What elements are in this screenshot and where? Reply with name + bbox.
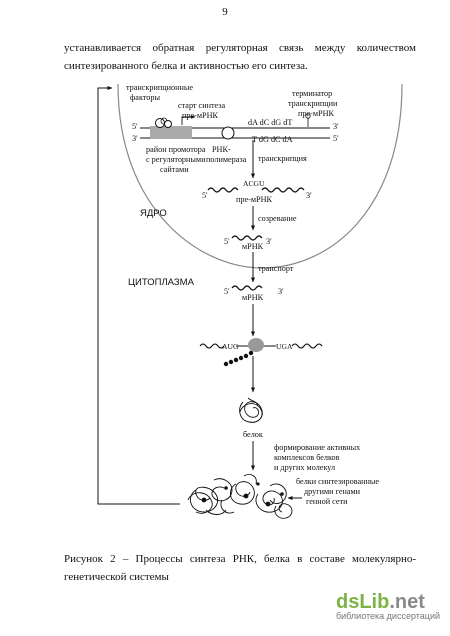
label-top-5prime: 5' [132,122,138,131]
protein-complexes-cluster [187,473,293,519]
label-acgu: ACGU [243,179,265,188]
label-terminator-2: транскрипции [288,99,338,108]
label-terminator-3: пре-мРНК [298,109,334,118]
cyto-mrna-3prime: 3' [278,287,284,296]
promoter-region [150,126,192,139]
label-protein: белок [243,430,263,439]
pre-mrna-right-wave [261,187,305,193]
label-other-genes-3: генной сети [306,497,348,506]
label-other-genes-2: другими генами [304,487,361,496]
watermark: dsLib.net библиотека диссертаций [336,591,440,621]
label-start: старт синтеза [178,101,226,110]
label-complexes-3: и других молекул [274,463,335,472]
cyto-mrna-wave [231,285,263,291]
label-other-genes: белки синтезированные [296,477,379,486]
label-promoter: район промотора [146,145,206,154]
label-transcription: транскрипция [258,154,307,163]
transcription-factor-icon [155,117,172,128]
rna-polymerase [221,126,235,140]
label-aug: AUG [222,342,239,351]
premrna-3prime: 3' [306,191,312,200]
label-complexes: формирование активных [274,443,360,452]
mrna-wave [231,235,263,241]
page-number: 9 [222,6,228,18]
label-start-2: пре-мРНК [182,111,218,120]
feedback-loop-line [97,86,180,505]
label-terminator: терминатор [292,89,332,98]
label-nucleus: ЯДРО [140,208,167,219]
premrna-5prime: 5' [202,191,208,200]
terminator-icon [305,113,311,119]
top-strand-sequence: dA dC dG dT [248,118,292,127]
bottom-strand-sequence: T dG dC dA [252,135,293,144]
label-transcription-factors-2: факторы [130,93,160,102]
label-cyto-mrna: мРНК [242,293,264,302]
label-top-3prime: 3' [333,122,339,131]
watermark-logo: dsLib.net [335,591,425,613]
polypeptide-chain [223,350,254,367]
watermark-tagline: библиотека диссертаций [335,611,440,621]
label-promoter-2: с регуляторными [146,155,206,164]
label-complexes-2: комплексов белков [274,453,340,462]
cyto-mrna-5prime: 5' [224,287,230,296]
label-bottom-3prime: 3' [132,134,138,143]
nucleus-membrane [117,83,403,269]
figure-caption-line-2: генетической системы [64,571,169,583]
pre-mrna-left-wave [207,187,239,193]
intro-line-1: устанавливается обратная регуляторная св… [64,42,416,54]
label-polymerase: РНК- [212,145,231,154]
label-uga: UGA [276,342,293,351]
label-transport: транспорт [258,264,294,273]
label-polymerase-2: полимераза [206,155,247,164]
label-promoter-3: сайтами [160,165,189,174]
label-bottom-5prime: 5' [333,134,339,143]
label-maturation: созревание [258,214,297,223]
label-cytoplasm: ЦИТОПЛАЗМА [128,277,195,288]
figure-caption-line-1: Рисунок 2 – Процессы синтеза РНК, белка … [64,553,416,565]
label-mrna: мРНК [242,242,264,251]
ribosome [248,338,264,352]
start-arrow [181,115,196,125]
label-transcription-factors: транскрипционные [126,83,193,92]
complex-markers [201,482,284,507]
mrna-5prime: 5' [224,237,230,246]
folded-protein [239,397,263,423]
mrna-3prime: 3' [266,237,272,246]
label-pre-mrna: пре-мРНК [236,195,272,204]
intro-line-2: синтезированного белка и активностью его… [64,60,308,72]
